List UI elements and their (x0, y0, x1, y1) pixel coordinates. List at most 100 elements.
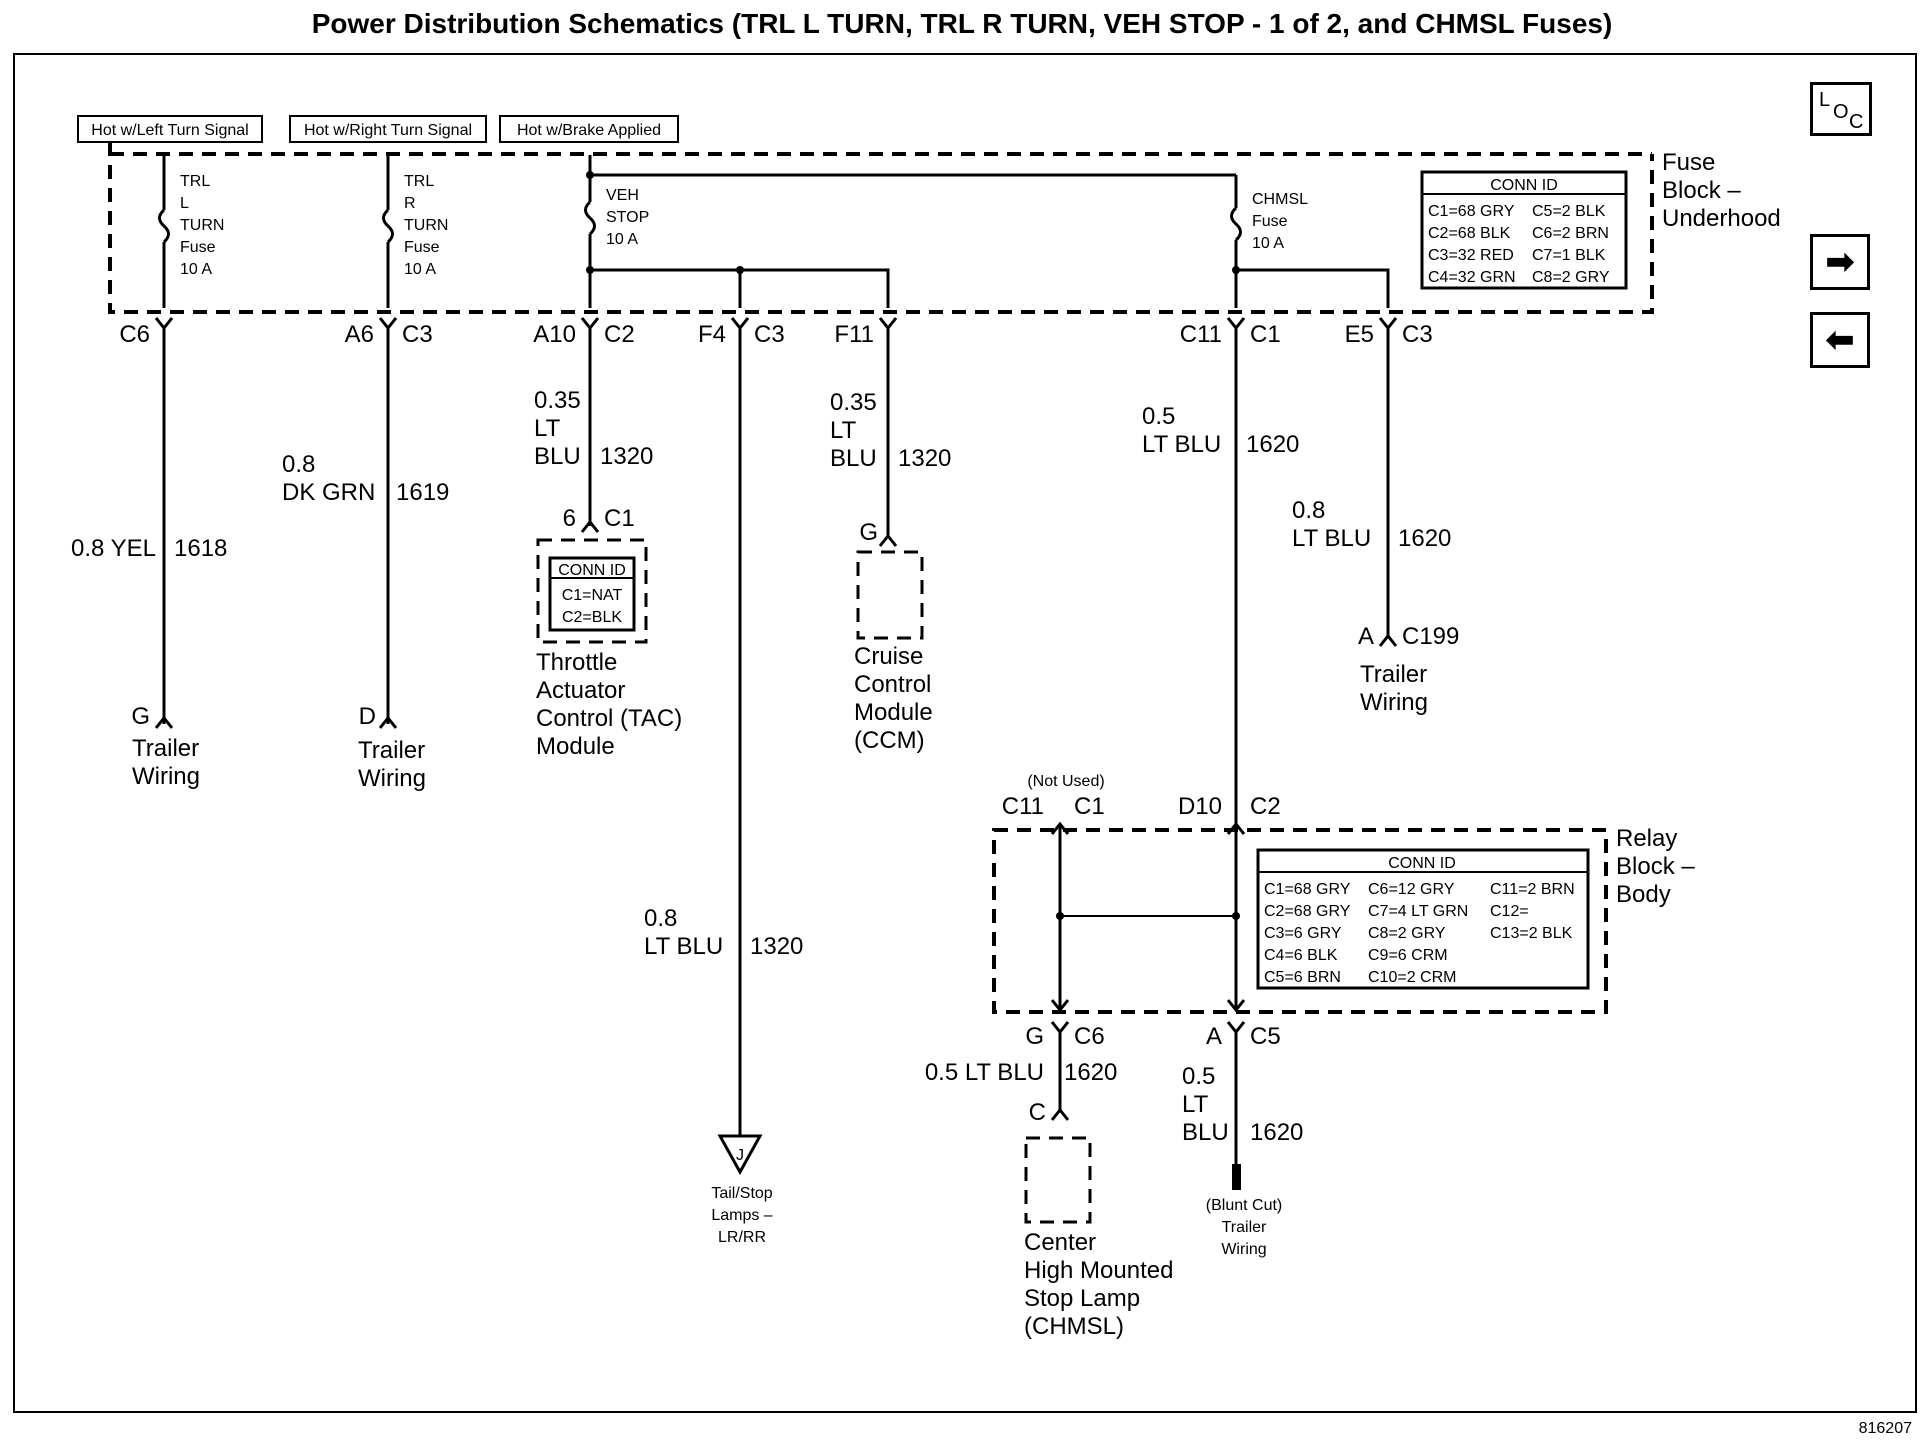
svg-text:C1: C1 (1250, 321, 1281, 348)
svg-text:C11: C11 (1002, 793, 1044, 820)
svg-text:Cruise: Cruise (854, 643, 923, 670)
svg-text:Hot w/Brake Applied: Hot w/Brake Applied (517, 122, 661, 139)
location-button[interactable]: L O C (1810, 82, 1872, 136)
svg-text:Fuse: Fuse (180, 239, 216, 256)
svg-text:BLU: BLU (830, 445, 877, 472)
trailer-wiring-left: G Trailer Wiring (131, 703, 200, 790)
svg-text:Throttle: Throttle (536, 649, 617, 676)
svg-text:Wiring: Wiring (132, 763, 200, 790)
previous-page-button[interactable]: ⬅ (1810, 312, 1870, 368)
loc-letter-o: O (1833, 101, 1849, 123)
svg-text:C4=6 BLK: C4=6 BLK (1264, 947, 1338, 964)
svg-text:F4: F4 (698, 321, 726, 348)
svg-text:TURN: TURN (180, 217, 224, 234)
hot-label-right-turn: Hot w/Right Turn Signal (289, 115, 487, 143)
page-title: Power Distribution Schematics (TRL L TUR… (311, 8, 1613, 39)
svg-text:Center: Center (1024, 1229, 1096, 1256)
svg-text:(CCM): (CCM) (854, 727, 925, 754)
arrow-right-icon: ➡ (1825, 243, 1855, 281)
svg-text:D10: D10 (1178, 793, 1222, 820)
svg-text:Body: Body (1616, 881, 1671, 908)
relay-block-conn-id-table: CONN ID C1=68 GRY C6=12 GRY C11=2 BRN C2… (1256, 848, 1590, 990)
loc-letter-l: L (1819, 89, 1831, 111)
svg-text:Stop Lamp: Stop Lamp (1024, 1285, 1140, 1312)
svg-text:(Blunt Cut): (Blunt Cut) (1206, 1197, 1282, 1214)
loc-letter-c: C (1849, 111, 1864, 133)
relay-block-body: Relay Block – Body (Not Used) C11 C1 D10… (992, 773, 1695, 1050)
fuse-block-conn-id-table: CONN ID C1=68 GRY C5=2 BLK C2=68 BLK C6=… (1420, 170, 1628, 290)
wire-1320-tac: 0.35 LT BLU 1320 (534, 328, 653, 526)
svg-text:C2=68 GRY: C2=68 GRY (1264, 903, 1351, 920)
svg-text:0.8 YEL: 0.8 YEL (71, 535, 156, 562)
svg-text:CONN ID: CONN ID (558, 562, 626, 579)
svg-text:0.35: 0.35 (534, 387, 581, 414)
svg-text:C1=NAT: C1=NAT (562, 587, 623, 604)
svg-text:1620: 1620 (1246, 431, 1299, 458)
trailer-wiring-c199: A C199 Trailer Wiring (1358, 623, 1459, 716)
svg-text:1620: 1620 (1250, 1119, 1303, 1146)
svg-text:C11: C11 (1180, 321, 1222, 348)
svg-text:0.8: 0.8 (1292, 497, 1325, 524)
svg-text:C: C (1029, 1099, 1046, 1126)
svg-text:10 A: 10 A (180, 261, 212, 278)
fuse-trl-l-turn: TRL L TURN Fuse 10 A (158, 155, 224, 308)
fuse-trl-r-turn: TRL R TURN Fuse 10 A (382, 155, 448, 308)
svg-text:10 A: 10 A (404, 261, 436, 278)
svg-text:C9=6 CRM: C9=6 CRM (1368, 947, 1448, 964)
svg-text:C2: C2 (1250, 793, 1281, 820)
svg-text:Wiring: Wiring (358, 765, 426, 792)
svg-text:C2: C2 (604, 321, 635, 348)
diagram-frame (13, 53, 1917, 1413)
svg-text:Trailer: Trailer (1222, 1219, 1267, 1236)
svg-text:Tail/Stop: Tail/Stop (711, 1185, 772, 1202)
wire-1620-trailer: 0.8 LT BLU 1620 (1292, 328, 1451, 636)
svg-text:F11: F11 (834, 321, 874, 348)
svg-text:A: A (1206, 1023, 1222, 1050)
fuse-veh-stop: VEH STOP 10 A (584, 155, 890, 308)
svg-text:C11=2 BRN: C11=2 BRN (1490, 881, 1575, 898)
tail-stop-lamps: J Tail/Stop Lamps – LR/RR (711, 1134, 773, 1246)
svg-text:Trailer: Trailer (1360, 661, 1427, 688)
svg-text:Underhood: Underhood (1662, 205, 1781, 232)
svg-text:1618: 1618 (174, 535, 227, 562)
svg-text:R: R (404, 195, 416, 212)
svg-text:LT BLU: LT BLU (1142, 431, 1221, 458)
svg-text:C6=2 BRN: C6=2 BRN (1532, 225, 1609, 242)
svg-text:TRL: TRL (180, 173, 210, 190)
svg-text:Hot w/Left Turn Signal: Hot w/Left Turn Signal (91, 122, 248, 139)
svg-text:(CHMSL): (CHMSL) (1024, 1313, 1124, 1340)
svg-text:1320: 1320 (898, 445, 951, 472)
svg-text:G: G (1025, 1023, 1044, 1050)
svg-text:TURN: TURN (404, 217, 448, 234)
svg-text:Control: Control (854, 671, 931, 698)
svg-text:A: A (1358, 623, 1374, 650)
svg-text:C2=68 BLK: C2=68 BLK (1428, 225, 1511, 242)
svg-text:Trailer: Trailer (132, 735, 199, 762)
svg-text:LT: LT (534, 415, 561, 442)
svg-text:Fuse: Fuse (1662, 149, 1715, 176)
svg-text:C1=68 GRY: C1=68 GRY (1428, 203, 1515, 220)
wire-1618: 0.8 YEL 1618 (71, 328, 227, 724)
svg-text:0.5: 0.5 (1142, 403, 1175, 430)
svg-text:C5: C5 (1250, 1023, 1281, 1050)
chmsl-lamp: C Center High Mounted Stop Lamp (CHMSL) (1024, 1099, 1173, 1340)
wire-1320-tail-stop: 0.8 LT BLU 1320 (644, 328, 803, 1136)
figure-id: 816207 (1859, 1420, 1912, 1437)
svg-text:LT BLU: LT BLU (644, 933, 723, 960)
svg-text:C5=2 BLK: C5=2 BLK (1532, 203, 1606, 220)
svg-text:1620: 1620 (1064, 1059, 1117, 1086)
svg-text:C1: C1 (604, 505, 635, 532)
trailer-wiring-right: D Trailer Wiring (358, 703, 426, 792)
svg-text:G: G (859, 519, 878, 546)
next-page-button[interactable]: ➡ (1810, 234, 1870, 290)
svg-text:Fuse: Fuse (1252, 213, 1288, 230)
svg-text:Module: Module (536, 733, 615, 760)
fuse-chmsl: CHMSL Fuse 10 A (586, 171, 1390, 308)
svg-text:C3=6 GRY: C3=6 GRY (1264, 925, 1342, 942)
svg-text:LT: LT (830, 417, 857, 444)
svg-text:C6=12 GRY: C6=12 GRY (1368, 881, 1455, 898)
svg-text:C10=2 CRM: C10=2 CRM (1368, 969, 1456, 986)
svg-text:0.5: 0.5 (1182, 1063, 1215, 1090)
svg-text:High Mounted: High Mounted (1024, 1257, 1173, 1284)
